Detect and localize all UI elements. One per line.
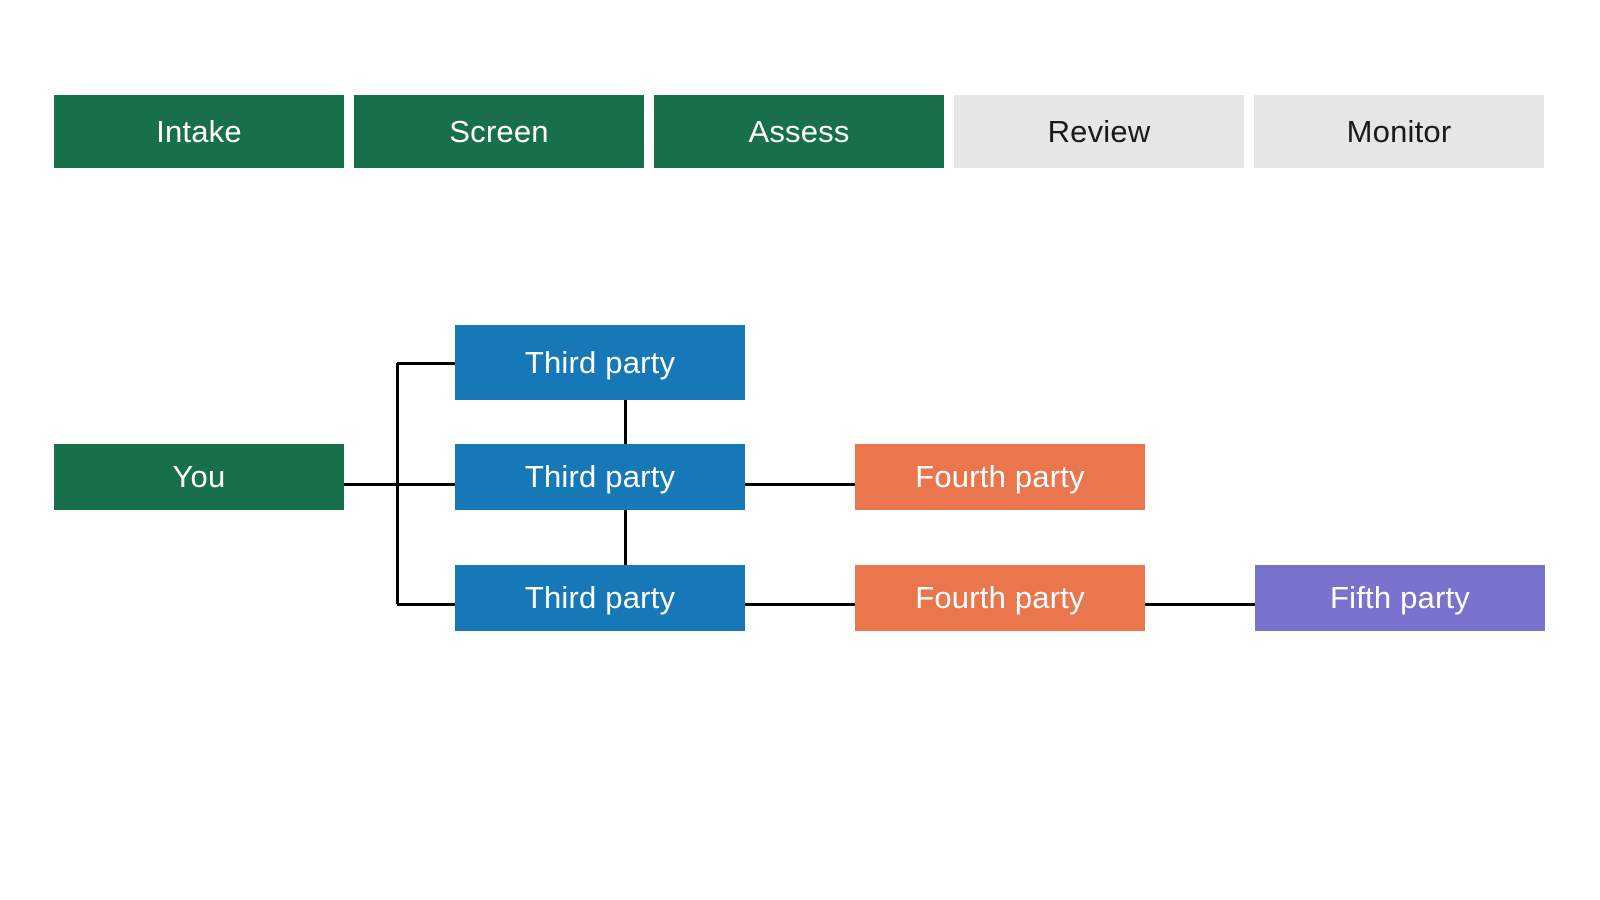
connector-third3-fourth2 xyxy=(745,603,855,606)
connector-third1-third2 xyxy=(624,400,627,444)
node-label: Fifth party xyxy=(1329,580,1471,615)
stage-tab-label: Screen xyxy=(449,113,549,149)
stage-tab-review[interactable]: Review xyxy=(954,95,1244,168)
node-fifth-1[interactable]: Fifth party xyxy=(1255,565,1545,631)
node-third-1[interactable]: Third party xyxy=(455,325,745,400)
node-fourth-1[interactable]: Fourth party xyxy=(855,444,1145,510)
connector-fourth2-fifth1 xyxy=(1145,603,1255,606)
node-third-2[interactable]: Third party xyxy=(455,444,745,510)
node-label: Fourth party xyxy=(915,459,1085,494)
stage-tab-assess[interactable]: Assess xyxy=(654,95,944,168)
stage-tab-monitor[interactable]: Monitor xyxy=(1254,95,1544,168)
connector-trunk-to-third1 xyxy=(397,362,455,365)
stage-tab-screen[interactable]: Screen xyxy=(354,95,644,168)
stage-tab-label: Monitor xyxy=(1346,113,1452,149)
node-fourth-2[interactable]: Fourth party xyxy=(855,565,1145,631)
connector-you-trunk-stub xyxy=(344,483,400,486)
stage-tab-label: Review xyxy=(1047,113,1151,149)
connector-trunk-to-third2 xyxy=(397,483,455,486)
stage-tab-intake[interactable]: Intake xyxy=(54,95,344,168)
stage-tab-label: Assess xyxy=(748,113,850,149)
node-you[interactable]: You xyxy=(54,444,344,510)
connector-third2-third3 xyxy=(624,510,627,565)
connector-trunk-to-third3 xyxy=(397,603,455,606)
node-label: Fourth party xyxy=(915,580,1085,615)
node-label: Third party xyxy=(524,344,676,380)
node-label: You xyxy=(172,459,226,494)
node-third-3[interactable]: Third party xyxy=(455,565,745,631)
node-label: Third party xyxy=(524,580,676,615)
node-label: Third party xyxy=(524,459,676,494)
stage-tab-label: Intake xyxy=(156,113,242,149)
connector-third2-fourth1 xyxy=(745,483,855,486)
